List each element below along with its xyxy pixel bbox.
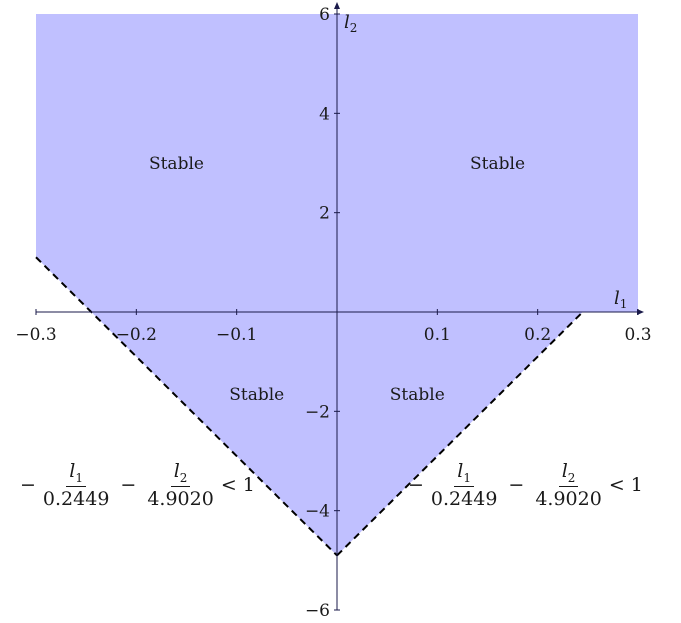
denominator: 0.2449 — [430, 487, 498, 510]
inequality-left: − l1 0.2449 − l2 4.9020 < 1 — [20, 460, 255, 510]
denominator: 0.2449 — [42, 487, 110, 510]
x-tick-label: 0.1 — [424, 325, 451, 345]
numerator-subscript: 1 — [75, 470, 84, 485]
x-tick-label: 0.2 — [524, 325, 551, 345]
fraction-l1: l1 0.2449 — [428, 460, 500, 510]
inequality-lead: − — [20, 473, 36, 496]
y-tick-label: −4 — [305, 502, 330, 522]
region-label: Stable — [390, 385, 445, 405]
inequality-right: − l1 0.2449 − l2 4.9020 < 1 — [408, 460, 643, 510]
operator-minus: − — [508, 473, 525, 496]
x-tick-label: −0.2 — [116, 325, 157, 345]
fraction-l2: l2 4.9020 — [532, 460, 604, 510]
boundary-lines — [35, 256, 584, 557]
y-tick-label: −6 — [305, 601, 330, 621]
x-tick-label: 0.3 — [624, 325, 651, 345]
x-axis-arrow-icon — [637, 309, 644, 315]
numerator-subscript: 2 — [179, 470, 188, 485]
region-label: Stable — [149, 154, 204, 174]
inequality-relation: < 1 — [608, 473, 643, 496]
y-axis-arrow-icon — [334, 2, 340, 9]
numerator-subscript: 1 — [463, 470, 472, 485]
numerator-l: l — [69, 460, 76, 482]
region-label: Stable — [470, 154, 525, 174]
boundary-line — [35, 256, 338, 557]
operator-minus: − — [120, 473, 137, 496]
x-tick-label: −0.1 — [216, 325, 257, 345]
denominator: 4.9020 — [147, 487, 214, 510]
x-tick-label: −0.3 — [15, 325, 56, 345]
numerator-l: l — [457, 460, 464, 482]
y-tick-label: 6 — [319, 5, 330, 25]
denominator: 4.9020 — [535, 487, 602, 510]
inequality-lead: − — [408, 473, 424, 496]
numerator-subscript: 2 — [567, 470, 576, 485]
numerator-l: l — [561, 460, 568, 482]
numerator-l: l — [173, 460, 180, 482]
fraction-l1: l1 0.2449 — [40, 460, 112, 510]
fraction-l2: l2 4.9020 — [144, 460, 216, 510]
y-tick-label: 2 — [319, 204, 330, 224]
inequality-relation: < 1 — [220, 473, 255, 496]
region-label: Stable — [229, 385, 284, 405]
boundary-line — [336, 311, 584, 557]
y-tick-label: 4 — [319, 104, 330, 124]
y-tick-label: −2 — [305, 402, 330, 422]
